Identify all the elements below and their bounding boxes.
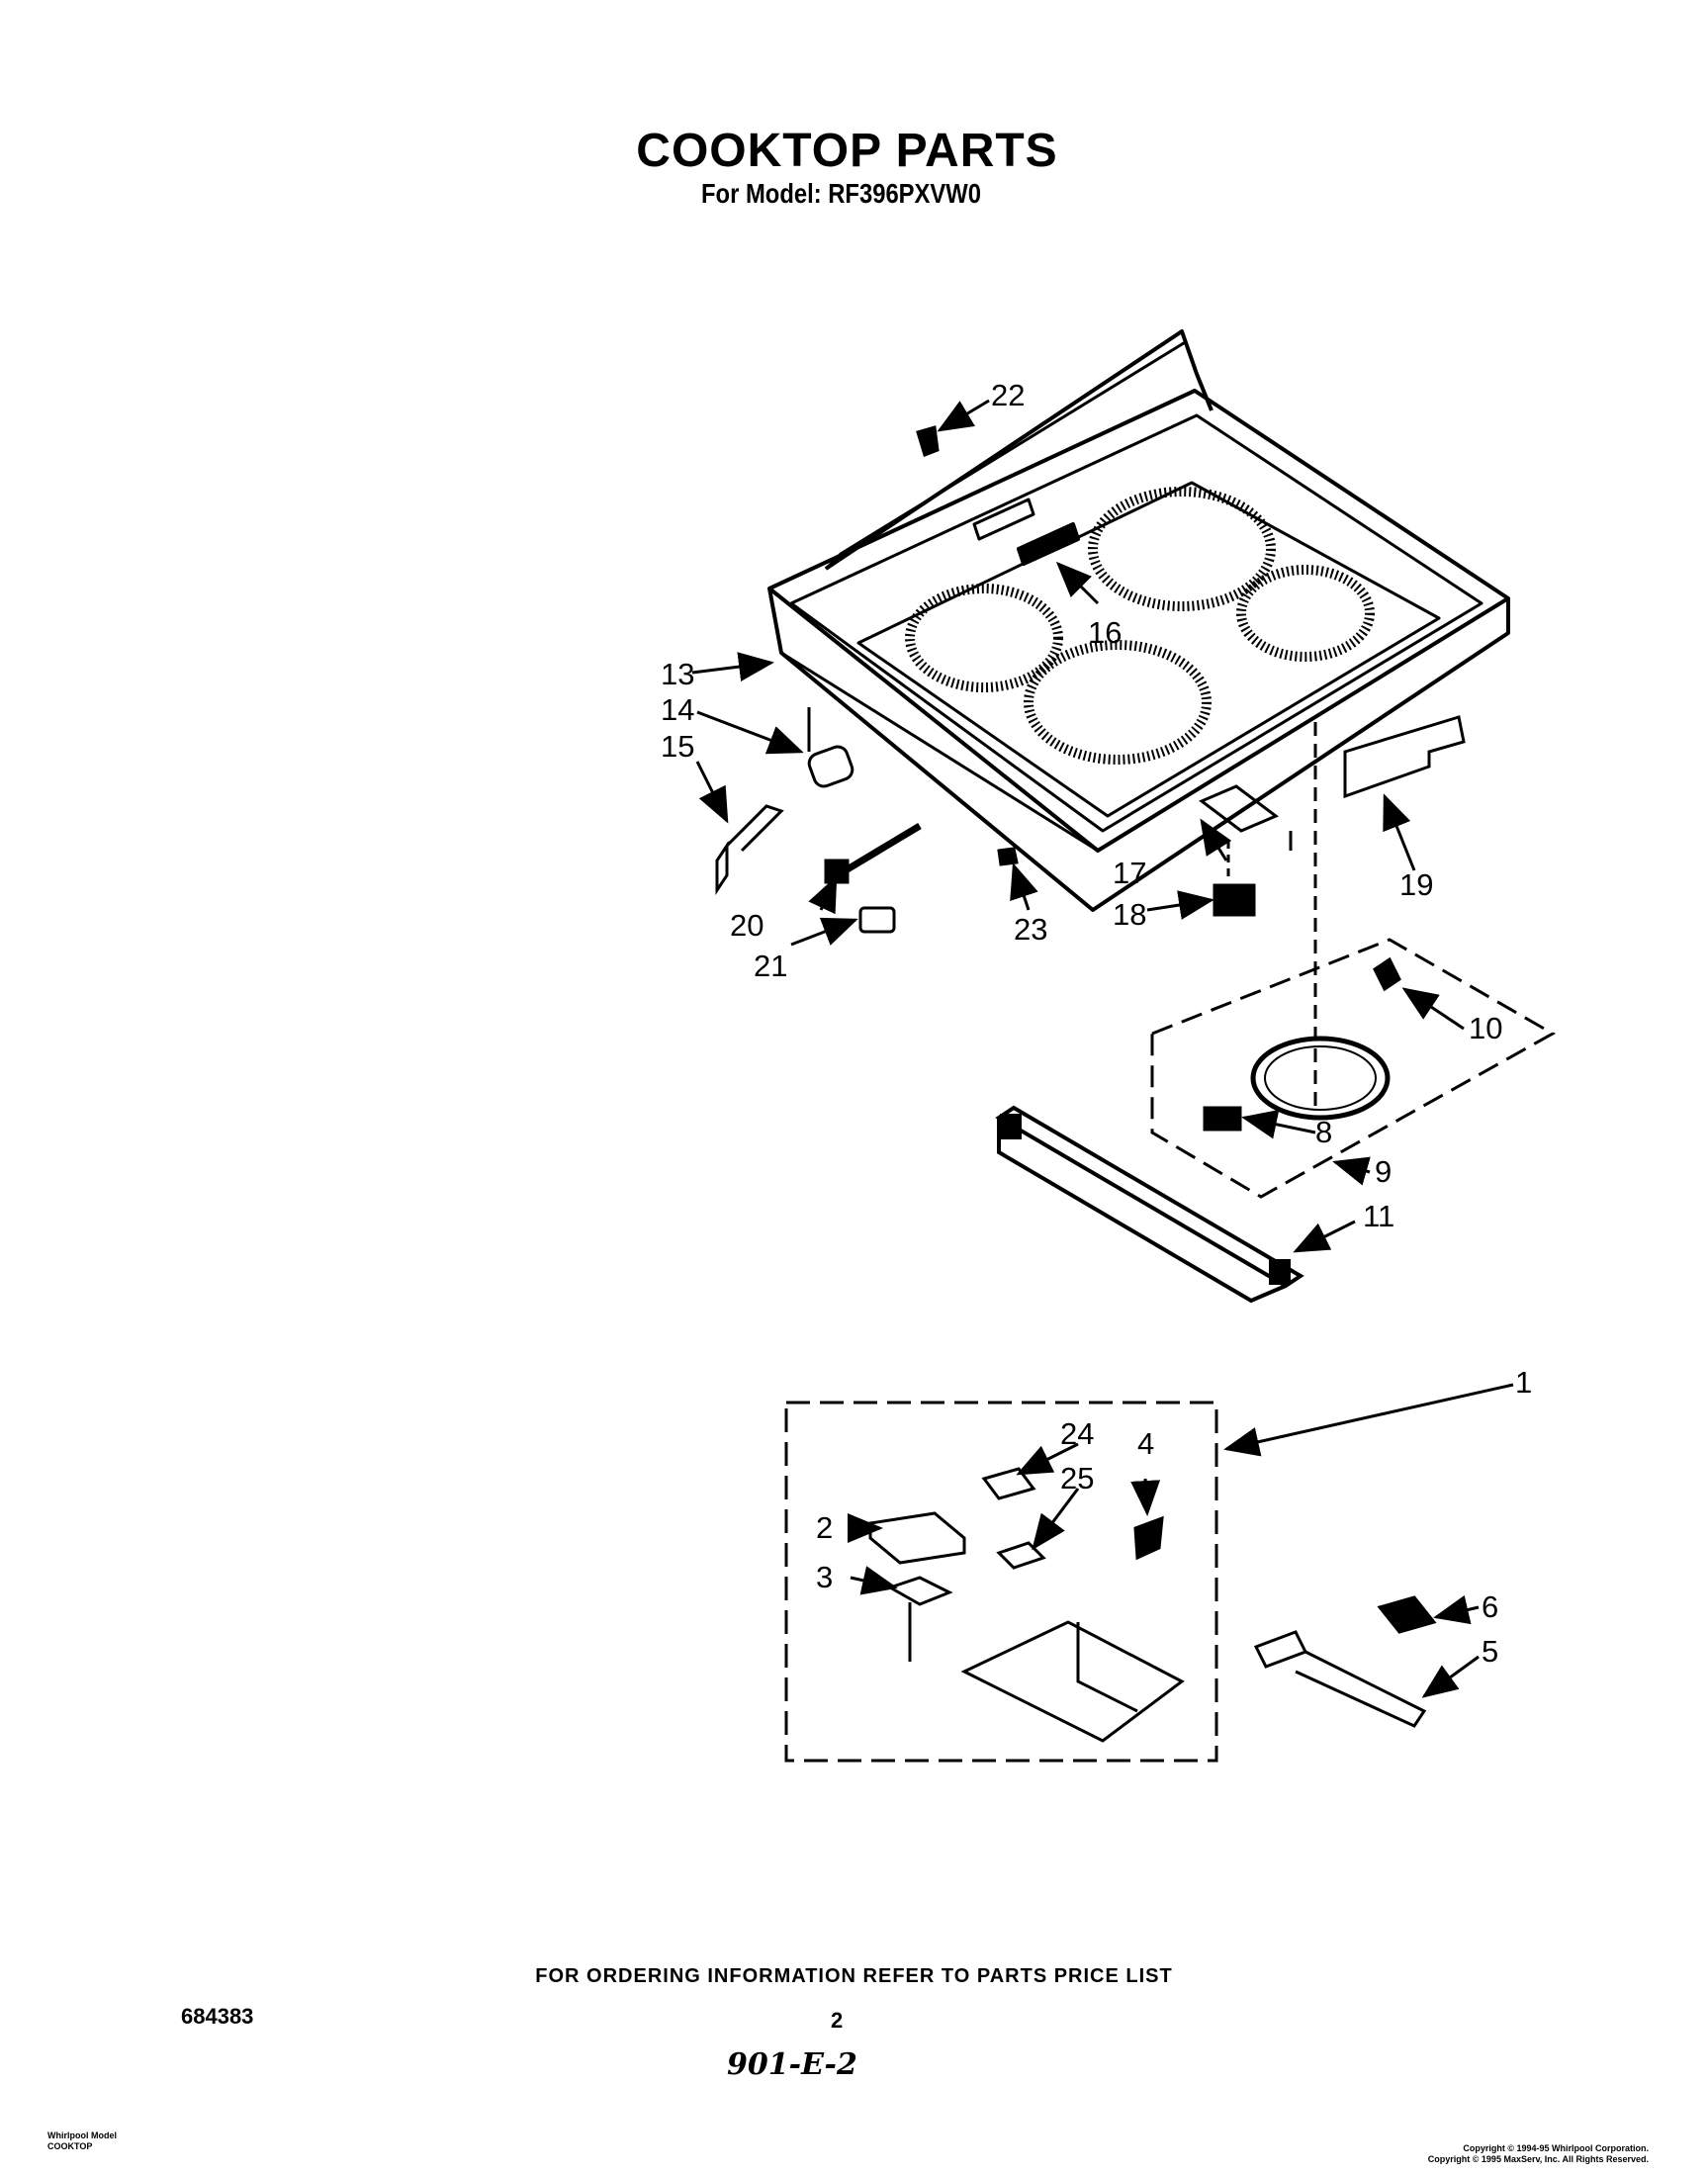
switch-assembly: [784, 1401, 1437, 1763]
callout-3: 3: [816, 1560, 833, 1594]
callout-4: 4: [1137, 1426, 1154, 1461]
callout-20: 20: [730, 908, 764, 943]
copyright-whirlpool: Copyright © 1994-95 Whirlpool Corporatio…: [1463, 2143, 1649, 2153]
callout-14: 14: [661, 692, 694, 727]
page-number: 2: [831, 2008, 844, 2033]
callout-18: 18: [1113, 897, 1146, 932]
callout-11: 11: [1363, 1199, 1394, 1233]
brand-model-label: Whirlpool Model: [47, 2130, 117, 2140]
small-parts: [715, 425, 1466, 1108]
brand-section-label: COOKTOP: [47, 2141, 93, 2151]
callout-10: 10: [1469, 1011, 1502, 1045]
callout-22: 22: [991, 378, 1025, 412]
callout-1: 1: [1515, 1365, 1532, 1400]
callout-9: 9: [1375, 1154, 1392, 1189]
callout-19: 19: [1399, 867, 1433, 902]
copyright-maxserv: Copyright © 1995 MaxServ, Inc. All Right…: [1427, 2154, 1649, 2164]
callout-5: 5: [1482, 1634, 1498, 1669]
element-assembly: [1150, 938, 1557, 1199]
callout-16: 16: [1088, 615, 1122, 650]
burner-elements: [905, 487, 1375, 765]
callout-labels: 22 16 13 14 15 17 18 19 20 21 23 10 8 9 …: [661, 378, 1532, 1669]
model-subtitle: For Model: RF396PXVW0: [701, 178, 981, 209]
callout-23: 23: [1014, 912, 1047, 947]
document-number: 684383: [181, 2004, 254, 2029]
callout-25: 25: [1060, 1461, 1094, 1495]
callout-6: 6: [1482, 1589, 1498, 1624]
callout-2: 2: [816, 1510, 833, 1545]
callout-24: 24: [1060, 1416, 1094, 1451]
ordering-information: FOR ORDERING INFORMATION REFER TO PARTS …: [535, 1965, 1173, 1987]
callout-15: 15: [661, 729, 694, 764]
callout-13: 13: [661, 657, 694, 691]
rail-bracket: [995, 1105, 1304, 1304]
callout-21: 21: [754, 949, 787, 983]
leader-lines: [691, 399, 1514, 1698]
callout-17: 17: [1113, 856, 1146, 890]
cooktop-main-top: [767, 329, 1510, 912]
callout-8: 8: [1315, 1115, 1332, 1149]
handwritten-note: 901-E-2: [727, 2047, 857, 2082]
page-title: COOKTOP PARTS: [636, 125, 1058, 177]
